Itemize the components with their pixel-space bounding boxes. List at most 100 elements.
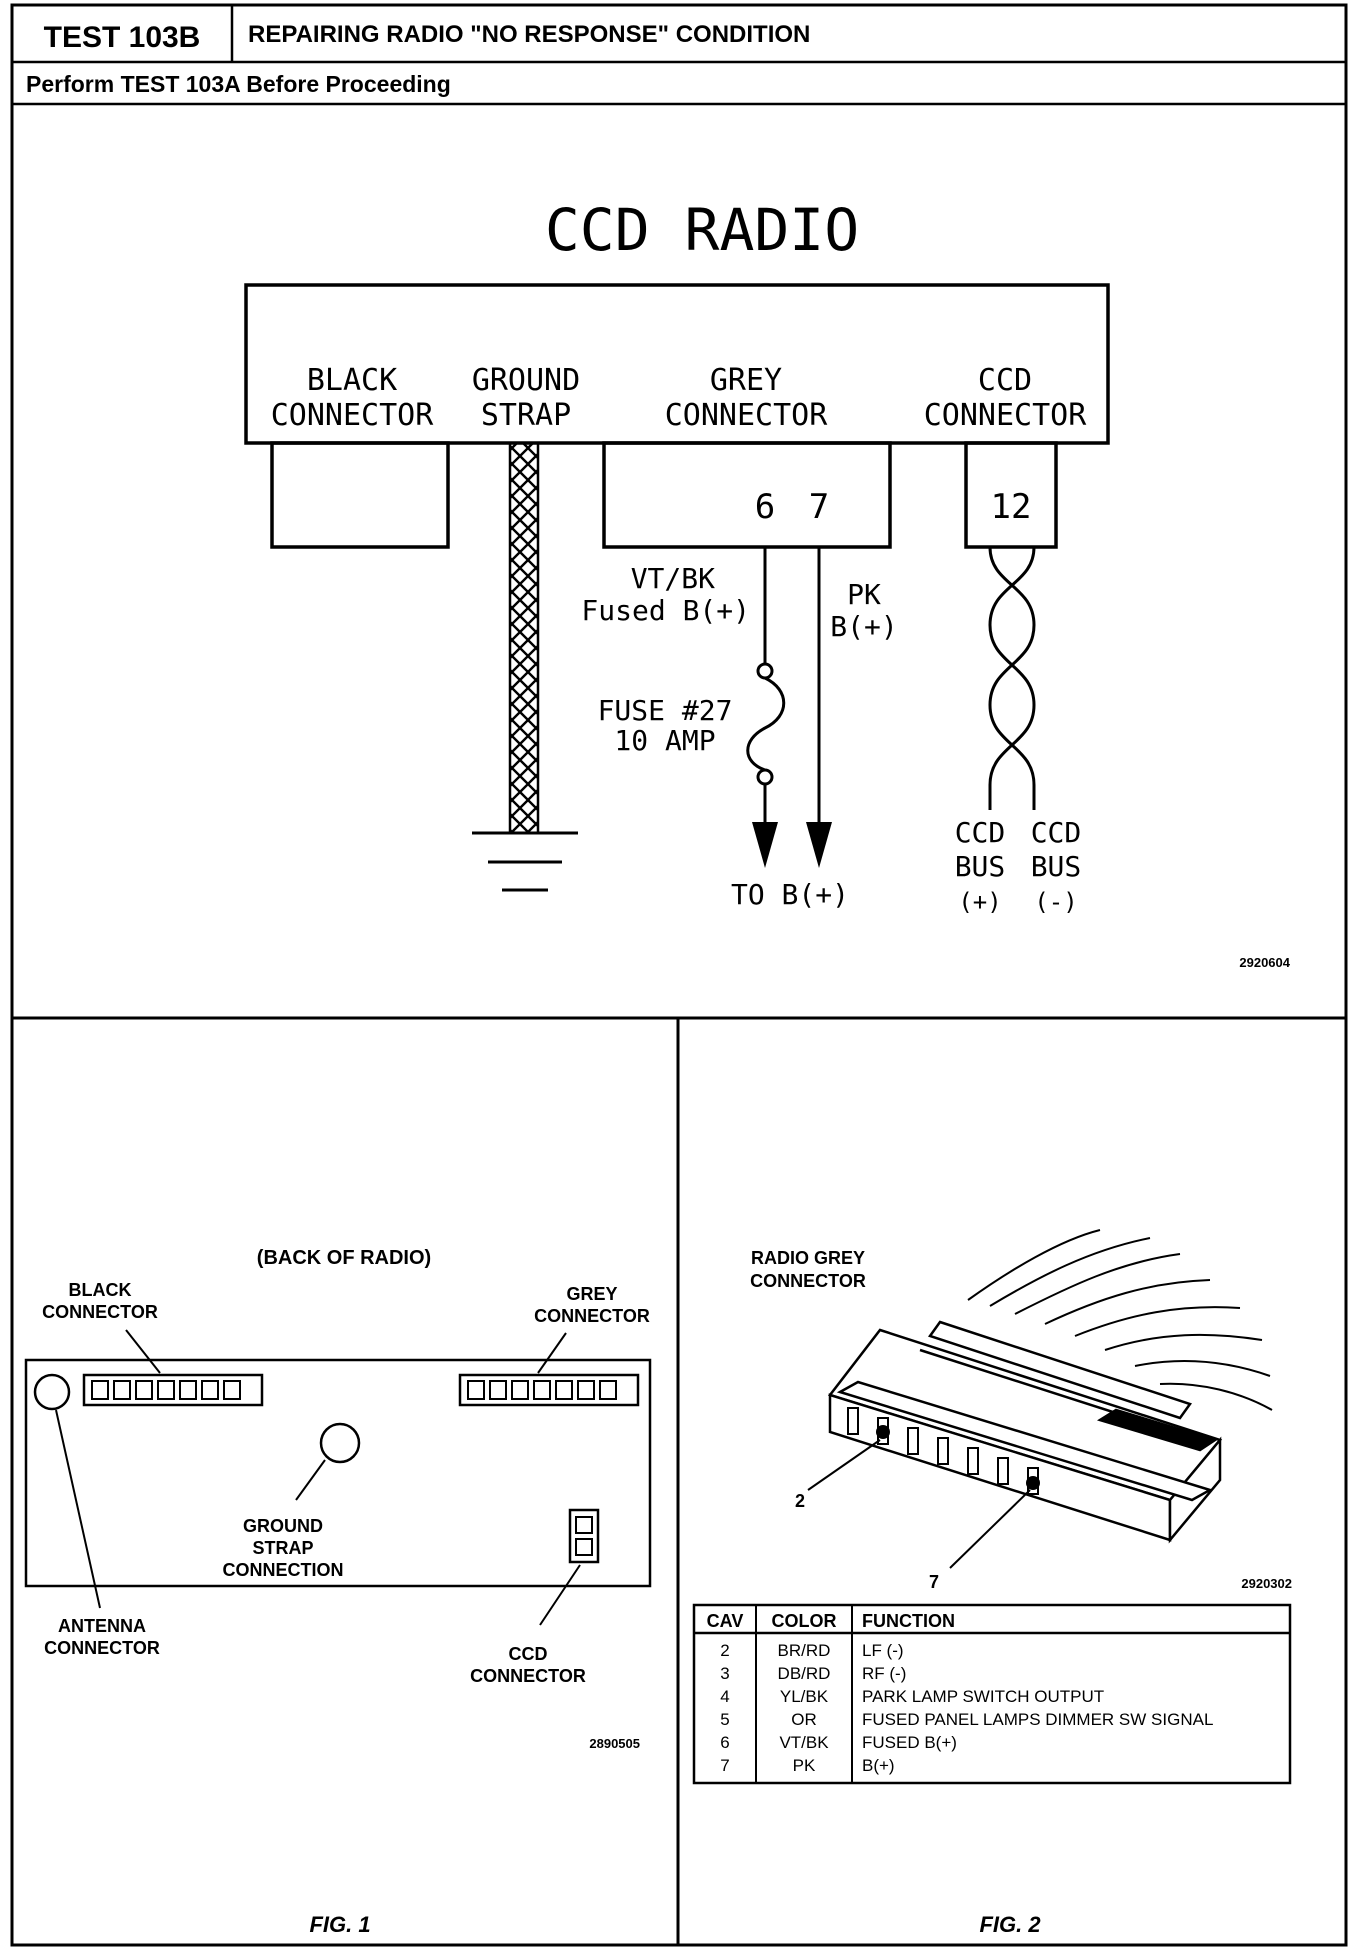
grey-connector-label: GREY CONNECTOR bbox=[665, 363, 828, 433]
svg-text:Fused B(+): Fused B(+) bbox=[581, 594, 750, 627]
ground-strap-label: GROUND STRAP bbox=[472, 363, 580, 433]
ccd-radio-schematic: CCD RADIO BLACK CONNECTOR GROUND STRAP G… bbox=[244, 196, 1291, 970]
fig1-figure-code: 2890505 bbox=[589, 1736, 640, 1751]
grey-connector-block bbox=[602, 441, 892, 549]
svg-text:3: 3 bbox=[720, 1664, 729, 1683]
pin-6: 6 bbox=[755, 487, 775, 527]
radio-grey-connector-label: RADIO GREY CONNECTOR bbox=[750, 1248, 866, 1291]
svg-text:CONNECTOR: CONNECTOR bbox=[750, 1271, 866, 1291]
svg-text:BUS: BUS bbox=[955, 850, 1006, 883]
fig1-back-of-radio: (BACK OF RADIO) bbox=[24, 1247, 652, 1937]
fig1-grey-connector bbox=[458, 1373, 640, 1407]
ccd-bus-plus-label: CCD BUS (+) bbox=[955, 816, 1006, 916]
svg-text:CONNECTOR: CONNECTOR bbox=[271, 398, 434, 433]
svg-text:6: 6 bbox=[720, 1733, 729, 1752]
ground-symbol bbox=[472, 831, 578, 892]
svg-text:7: 7 bbox=[720, 1756, 729, 1775]
wire-vt-bk bbox=[746, 547, 786, 868]
fig1-caption: FIG. 1 bbox=[309, 1912, 370, 1937]
fig2-caption: FIG. 2 bbox=[979, 1912, 1041, 1937]
ccd-connector-label: CCD CONNECTOR bbox=[924, 363, 1087, 433]
schematic-title: CCD RADIO bbox=[545, 196, 859, 264]
cavity-table: CAV COLOR FUNCTION 2 BR/RD LF (-) 3 DB/R… bbox=[692, 1603, 1292, 1785]
svg-text:YL/BK: YL/BK bbox=[780, 1687, 829, 1706]
to-b-plus-label: TO B(+) bbox=[731, 878, 849, 911]
arrow-to-b-plus-1 bbox=[752, 822, 778, 868]
table-row: 4 YL/BK PARK LAMP SWITCH OUTPUT bbox=[720, 1687, 1104, 1706]
ccd-connector-block bbox=[964, 441, 1058, 549]
svg-text:CONNECTION: CONNECTION bbox=[223, 1560, 344, 1580]
fig1-ccd-connector bbox=[568, 1508, 600, 1564]
test-id: TEST 103B bbox=[44, 21, 201, 54]
table-header: CAV bbox=[707, 1611, 744, 1631]
pin-12: 12 bbox=[991, 487, 1032, 527]
svg-text:FUSE #27: FUSE #27 bbox=[598, 694, 733, 727]
svg-text:BUS: BUS bbox=[1031, 850, 1082, 883]
svg-text:VT/BK: VT/BK bbox=[631, 562, 715, 595]
svg-text:CCD: CCD bbox=[978, 363, 1032, 398]
svg-text:2: 2 bbox=[720, 1641, 729, 1660]
svg-text:FUSED B(+): FUSED B(+) bbox=[862, 1733, 957, 1752]
svg-text:PARK LAMP SWITCH OUTPUT: PARK LAMP SWITCH OUTPUT bbox=[862, 1687, 1104, 1706]
table-header: COLOR bbox=[772, 1611, 837, 1631]
svg-text:CCD: CCD bbox=[1031, 816, 1082, 849]
svg-text:B(+): B(+) bbox=[830, 610, 897, 643]
svg-text:RADIO GREY: RADIO GREY bbox=[751, 1248, 865, 1268]
pin-7: 7 bbox=[809, 487, 829, 527]
connector-wires bbox=[967, 1229, 1273, 1411]
cavity-2-terminal bbox=[876, 1425, 890, 1439]
svg-text:RF (-): RF (-) bbox=[862, 1664, 906, 1683]
arrow-to-b-plus-2 bbox=[806, 822, 832, 868]
svg-text:LF (-): LF (-) bbox=[862, 1641, 904, 1660]
svg-text:DB/RD: DB/RD bbox=[778, 1664, 831, 1683]
svg-text:STRAP: STRAP bbox=[481, 398, 571, 433]
svg-text:10 AMP: 10 AMP bbox=[614, 724, 715, 757]
fig1-ccd-connector-label: CCD CONNECTOR bbox=[470, 1644, 586, 1686]
svg-text:5: 5 bbox=[720, 1710, 729, 1729]
svg-text:VT/BK: VT/BK bbox=[779, 1733, 829, 1752]
callout-2: 2 bbox=[795, 1491, 805, 1511]
svg-text:CONNECTOR: CONNECTOR bbox=[470, 1666, 586, 1686]
callout-7: 7 bbox=[929, 1572, 939, 1592]
svg-text:ANTENNA: ANTENNA bbox=[58, 1616, 146, 1636]
fuse-symbol bbox=[746, 676, 786, 772]
table-row: 5 OR FUSED PANEL LAMPS DIMMER SW SIGNAL bbox=[720, 1710, 1213, 1729]
ccd-twisted-pair bbox=[988, 546, 1036, 810]
svg-text:GREY: GREY bbox=[710, 363, 782, 398]
svg-text:GROUND: GROUND bbox=[243, 1516, 323, 1536]
antenna-connector-label: ANTENNA CONNECTOR bbox=[44, 1616, 160, 1658]
schematic-figure-code: 2920604 bbox=[1239, 955, 1290, 970]
wire-pk bbox=[806, 547, 832, 868]
table-row: 6 VT/BK FUSED B(+) bbox=[720, 1733, 957, 1752]
svg-text:BLACK: BLACK bbox=[307, 363, 397, 398]
ground-strap-braid bbox=[508, 441, 540, 835]
svg-text:STRAP: STRAP bbox=[252, 1538, 313, 1558]
svg-text:CCD: CCD bbox=[509, 1644, 548, 1664]
table-row: 2 BR/RD LF (-) bbox=[720, 1641, 903, 1660]
svg-text:CONNECTOR: CONNECTOR bbox=[42, 1302, 158, 1322]
fuse-label: FUSE #27 10 AMP bbox=[598, 694, 733, 757]
svg-text:OR: OR bbox=[791, 1710, 817, 1729]
ground-strap-stud bbox=[319, 1422, 361, 1464]
back-of-radio-label: (BACK OF RADIO) bbox=[257, 1247, 431, 1269]
table-row: 7 PK B(+) bbox=[720, 1756, 894, 1775]
fig1-grey-connector-label: GREY CONNECTOR bbox=[534, 1284, 650, 1326]
test-subtitle: Perform TEST 103A Before Proceeding bbox=[26, 71, 451, 97]
table-row: 3 DB/RD RF (-) bbox=[720, 1664, 906, 1683]
table-header: FUNCTION bbox=[862, 1611, 955, 1631]
test-title: REPAIRING RADIO "NO RESPONSE" CONDITION bbox=[248, 21, 810, 48]
svg-text:CONNECTOR: CONNECTOR bbox=[665, 398, 828, 433]
svg-text:BR/RD: BR/RD bbox=[778, 1641, 831, 1660]
svg-text:PK: PK bbox=[847, 578, 881, 611]
svg-text:CONNECTOR: CONNECTOR bbox=[44, 1638, 160, 1658]
radio-back-panel bbox=[24, 1358, 652, 1588]
black-connector-block bbox=[270, 441, 450, 549]
fig1-black-connector-label: BLACK CONNECTOR bbox=[42, 1280, 158, 1322]
ground-strap-connection-label: GROUND STRAP CONNECTION bbox=[223, 1516, 344, 1580]
fig2-figure-code: 2920302 bbox=[1241, 1576, 1292, 1591]
svg-text:CONNECTOR: CONNECTOR bbox=[534, 1306, 650, 1326]
svg-text:CONNECTOR: CONNECTOR bbox=[924, 398, 1087, 433]
black-connector-label: BLACK CONNECTOR bbox=[271, 363, 434, 433]
wire-pk-label: PK B(+) bbox=[830, 578, 897, 643]
